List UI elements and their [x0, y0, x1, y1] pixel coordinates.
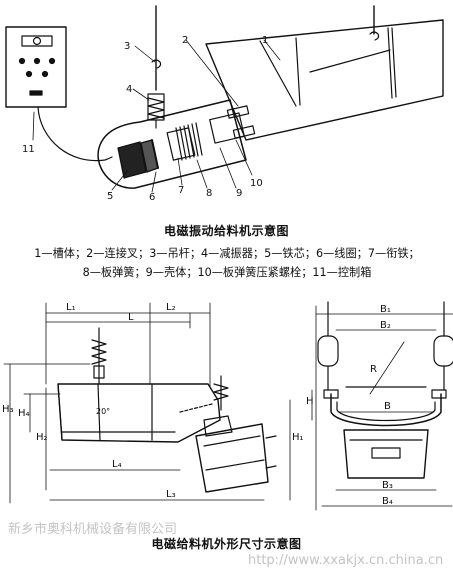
callout-6: 6 [149, 192, 155, 203]
callout-10: 10 [250, 178, 263, 189]
watermark-company: 新乡市奥科机械设备有限公司 [8, 522, 178, 537]
dim-H4: H₄ [18, 408, 30, 419]
bottom-diagram-title: 电磁给料机外形尺寸示意图 [151, 537, 302, 551]
dim-H3: H₃ [2, 404, 14, 415]
control-box [5, 26, 67, 108]
dim-angle: 20° [96, 407, 110, 416]
callout-9: 9 [236, 188, 242, 199]
dim-L2: L₂ [166, 302, 176, 313]
dim-B2: B₂ [380, 320, 391, 331]
dim-L4: L₄ [112, 459, 122, 470]
legend-line-1: 1—槽体；2—连接叉；3—吊杆；4—减振器；5—铁芯；6—线圈；7—衔铁； [34, 247, 420, 260]
control-cable [37, 106, 113, 162]
dim-H2: H₂ [36, 432, 48, 443]
callout-2: 2 [182, 35, 188, 46]
dim-B4: B₄ [382, 496, 393, 507]
callout-11: 11 [22, 144, 35, 155]
dim-H: H [306, 396, 314, 407]
dim-H1: H₁ [292, 432, 304, 443]
top-diagram-title: 电磁振动给料机示意图 [163, 224, 289, 238]
callout-1: 1 [262, 35, 268, 46]
dim-L: L [128, 312, 134, 323]
dim-R: R [370, 364, 377, 375]
dim-L3: L₃ [166, 489, 176, 500]
dim-B: B [384, 401, 391, 412]
dim-L1: L₁ [66, 302, 76, 313]
watermark-url: http://www.xxakjx.cn.china.cn [248, 553, 444, 568]
vibrator-housing [97, 99, 256, 189]
end-view-drawing [311, 301, 453, 511]
callout-8: 8 [206, 188, 212, 199]
callout-3: 3 [124, 41, 130, 52]
legend-line-2: 8—板弹簧；9—壳体；10—板弹簧压紧螺栓；11—控制箱 [82, 266, 372, 279]
callout-4: 4 [126, 84, 132, 95]
dim-B3: B₃ [382, 480, 393, 491]
callout-5: 5 [107, 191, 113, 202]
callout-7: 7 [178, 185, 184, 196]
dim-B1: B₁ [380, 304, 391, 315]
side-view-drawing [3, 302, 291, 504]
